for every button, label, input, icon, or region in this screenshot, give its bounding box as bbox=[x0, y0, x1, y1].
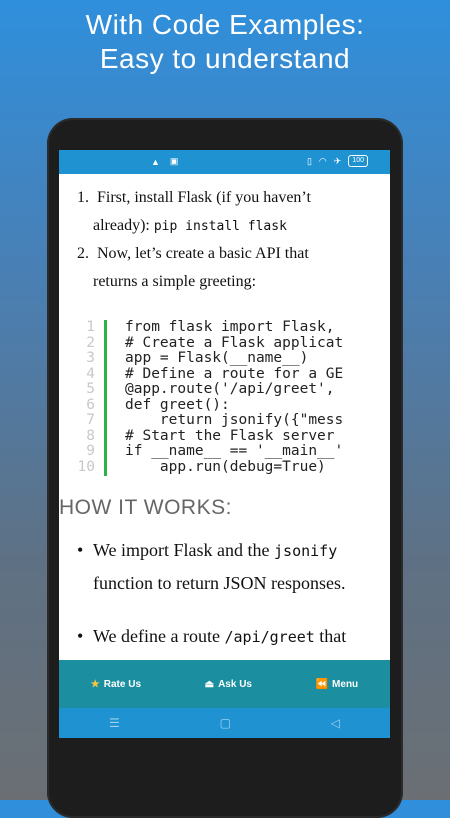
code-line: app.run(debug=True) bbox=[125, 458, 326, 475]
bullet-item: • We define a route /api/greet that bbox=[77, 626, 347, 646]
code-line: return jsonify({"mess bbox=[125, 412, 344, 428]
code-line: # Define a route for a GE bbox=[125, 365, 344, 382]
home-icon[interactable]: ▢ bbox=[219, 716, 231, 730]
bottom-nav: ★ Rate Us ⏏ Ask Us ⏪ Menu bbox=[59, 660, 390, 708]
vibrate-icon: ▯ bbox=[306, 155, 312, 166]
section-title: HOW IT WORKS: bbox=[59, 496, 232, 519]
article-content: 1. First, install Flask (if you haven’t … bbox=[59, 174, 390, 660]
code-line-number: 9 bbox=[86, 443, 95, 459]
status-bar: ▲ ▣ ▯ ◠ ✈ 100 bbox=[59, 150, 390, 174]
rate-us-button[interactable]: ★ Rate Us bbox=[90, 678, 142, 690]
code-line-number: 8 bbox=[86, 427, 95, 444]
recents-icon[interactable]: ☰ bbox=[108, 716, 120, 730]
step-2: 2. Now, let’s create a basic API that re… bbox=[77, 245, 309, 290]
code-line: def greet(): bbox=[125, 396, 230, 413]
phone-screen: ▲ ▣ ▯ ◠ ✈ 100 1. First, install Flask (i… bbox=[59, 150, 390, 738]
wifi-icon: ◠ bbox=[318, 155, 327, 166]
system-nav-bar: ☰ ▢ ◁ bbox=[59, 708, 390, 738]
calendar-icon: ▣ bbox=[169, 156, 179, 166]
code-line-number: 6 bbox=[86, 396, 95, 413]
ask-us-button[interactable]: ⏏ Ask Us bbox=[204, 678, 252, 690]
rewind-icon: ⏪ bbox=[315, 678, 329, 690]
promo-line-2: Easy to understand bbox=[99, 43, 351, 74]
promo-headline: With Code Examples: Easy to understand bbox=[0, 8, 450, 76]
battery-icon: 100 bbox=[348, 155, 368, 167]
code-line-number: 2 bbox=[86, 334, 95, 351]
step-1: 1. First, install Flask (if you haven’t … bbox=[77, 189, 311, 234]
code-line: from flask import Flask, bbox=[125, 320, 335, 335]
code-accent-bar bbox=[104, 320, 107, 476]
code-line-number: 5 bbox=[86, 381, 95, 397]
code-line: @app.route('/api/greet', bbox=[125, 381, 335, 397]
code-line-number: 10 bbox=[77, 458, 95, 475]
code-line: app = Flask(__name__) bbox=[125, 350, 309, 366]
code-lines: from flask import Flask,# Create a Flask… bbox=[125, 320, 343, 475]
code-line-number: 1 bbox=[86, 320, 95, 335]
code-line: # Start the Flask server bbox=[125, 427, 335, 444]
menu-button[interactable]: ⏪ Menu bbox=[315, 678, 359, 690]
back-icon[interactable]: ◁ bbox=[330, 716, 341, 730]
inline-code: pip install flask bbox=[153, 219, 287, 234]
upload-icon: ⏏ bbox=[204, 678, 215, 690]
star-icon: ★ bbox=[90, 678, 100, 690]
promo-line-1: With Code Examples: bbox=[85, 9, 365, 40]
code-line-number: 7 bbox=[86, 412, 95, 428]
airplane-icon: ✈ bbox=[333, 155, 342, 166]
code-line: # Create a Flask applicat bbox=[125, 334, 344, 351]
code-line: if __name__ == '__main__' bbox=[125, 443, 344, 459]
code-line-number: 4 bbox=[86, 365, 95, 382]
code-line-number: 3 bbox=[86, 350, 95, 366]
notification-icon: ▲ bbox=[151, 156, 160, 167]
